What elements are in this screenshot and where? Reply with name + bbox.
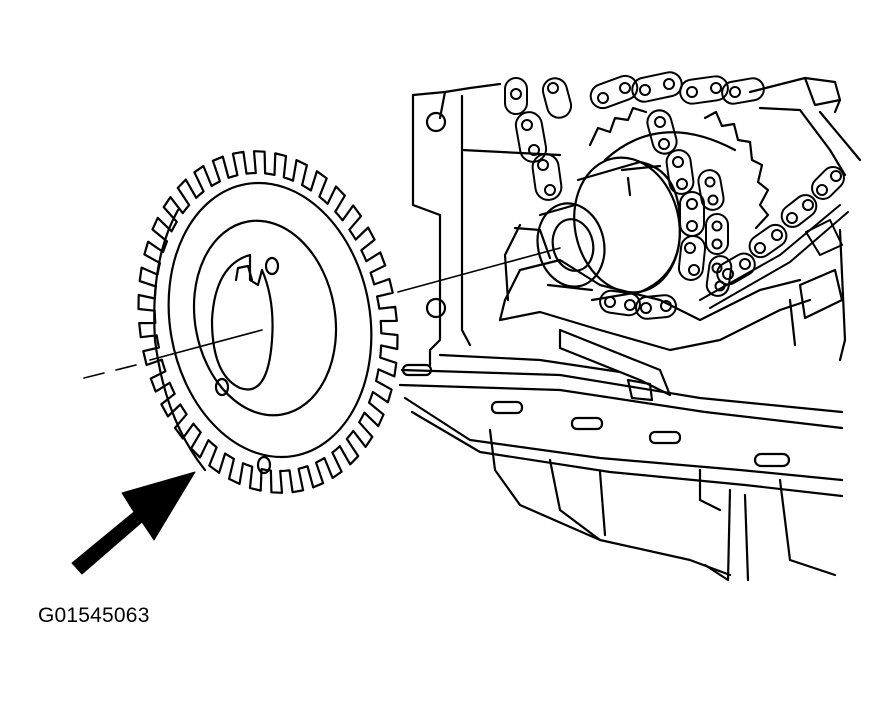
chain-upper-strand	[589, 71, 765, 110]
engine-block	[398, 76, 862, 582]
figure-code-label: G01545063	[38, 604, 150, 627]
sprocket-teeth	[137, 150, 399, 494]
crankshaft-sprocket-gear	[137, 150, 399, 494]
alignment-centerline	[83, 247, 561, 379]
crankshaft-hub	[536, 156, 682, 302]
timing-chain	[504, 71, 849, 320]
installed-crank-sprocket	[588, 106, 770, 230]
pointer-arrow-icon	[71, 471, 196, 575]
chain-left-strand	[504, 77, 573, 201]
chain-right-strand	[646, 109, 733, 297]
